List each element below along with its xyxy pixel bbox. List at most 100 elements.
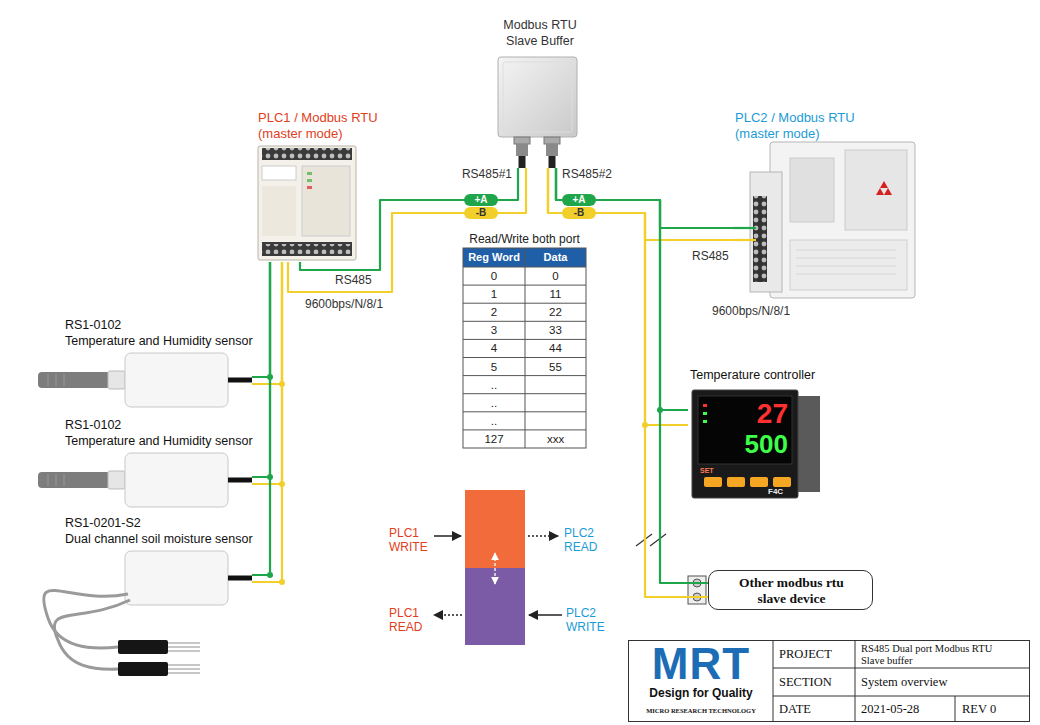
register-table — [463, 248, 586, 448]
label-slot: xxx — [525, 430, 586, 448]
wire-a — [556, 168, 688, 410]
sensor-module: RS1-0102Temperature and Humidity sensor — [28, 318, 262, 410]
label-slot: MRT — [630, 641, 772, 687]
wire-b — [548, 168, 688, 425]
temperature-controller: Temperature controller27500SETF4C — [688, 368, 833, 500]
memory-block — [465, 490, 525, 568]
controller-illustration — [727, 477, 745, 487]
label-slot: RS485 — [333, 273, 374, 287]
model-number: F4C — [768, 487, 783, 497]
button-label: SET — [700, 467, 714, 475]
model-number: RS1-0102 — [65, 318, 121, 333]
buffer-enclosure — [549, 156, 556, 168]
label-slot: Read/Write both port — [463, 232, 586, 246]
label-slot: PLC1 READ — [389, 606, 431, 634]
controller-illustration — [703, 404, 707, 407]
label-slot: 55 — [525, 358, 586, 376]
plc1-unit — [307, 179, 312, 182]
label-slot: -B — [464, 207, 498, 219]
text-slot: RS1-0201-S2 — [65, 516, 141, 531]
title-block — [629, 640, 1031, 722]
text-slot: RS1-0102 — [65, 418, 121, 433]
terminal-block — [688, 576, 706, 604]
signal-name: +A — [562, 194, 596, 206]
memory-block — [434, 490, 562, 645]
label-slot: +A — [562, 194, 596, 206]
plc2-unit — [750, 172, 782, 292]
controller-illustration — [692, 390, 798, 498]
sensor-illustration — [125, 453, 228, 507]
plc1-unit — [262, 148, 352, 160]
rs485-wire-pair — [288, 168, 526, 292]
signal-name: -B — [562, 207, 596, 219]
table-cell: 11 — [525, 285, 586, 303]
buffer-enclosure — [546, 144, 558, 156]
soil-sensor-illustration — [228, 576, 252, 581]
plc2-unit — [733, 142, 915, 298]
table-header: Data — [525, 248, 586, 267]
title-value: 2021-05-28 — [861, 701, 919, 717]
title-field: DATE — [779, 701, 811, 717]
logo-slogan: Design for Quality — [630, 686, 772, 700]
plc2-unit — [770, 142, 915, 298]
sensor-illustration — [48, 474, 64, 486]
table-cell: .. — [463, 376, 525, 394]
logo-company: MICRO RESEARCH TECHNOLOGY — [630, 707, 772, 715]
soil-sensor-illustration — [54, 600, 130, 669]
sensor-illustration — [108, 371, 125, 389]
label-slot: RS485 — [690, 249, 731, 263]
table-cell: 44 — [525, 339, 586, 357]
plc-master: PLC2 / Modbus RTU (master mode) — [733, 108, 918, 300]
plc2-unit — [790, 158, 834, 222]
sensor-illustration — [252, 476, 262, 478]
plc2-unit — [733, 239, 756, 241]
plc1-unit — [262, 186, 296, 236]
text-slot: Temperature controller — [690, 368, 815, 383]
sensor-illustration — [38, 472, 110, 488]
table-cell: 33 — [525, 321, 586, 339]
plc1-unit — [307, 186, 312, 189]
label-slot: RS485#2 — [562, 167, 612, 181]
sensor-illustration — [252, 383, 262, 385]
sensor-illustration — [252, 483, 262, 485]
display-value: 500 — [728, 430, 788, 458]
access-note: PLC2 READ — [564, 526, 606, 554]
text-slot: F4C — [768, 487, 783, 497]
soil-sensor-illustration — [118, 640, 168, 654]
table-cell: 3 — [463, 321, 525, 339]
memory-block — [434, 535, 461, 537]
slave-device-box: Other modbus rtu slave device — [708, 570, 873, 610]
sensor-illustration — [228, 378, 252, 383]
plc1-unit — [262, 242, 352, 256]
label-slot: Design for Quality — [630, 686, 772, 700]
label-slot: 2021-05-28 — [861, 701, 919, 717]
rs485-wire-pair — [262, 262, 285, 585]
label-slot: 33 — [525, 321, 586, 339]
buffer-enclosure — [498, 57, 577, 137]
label-slot: .. — [463, 412, 525, 430]
table-cell: .. — [463, 394, 525, 412]
label-slot: RS485 Dual port Modbus RTU Slave buffer — [861, 643, 1011, 666]
buffer-enclosure — [544, 137, 560, 144]
label-slot: 5 — [463, 358, 525, 376]
sensor-illustration — [252, 376, 262, 378]
controller-illustration — [798, 396, 820, 492]
label-slot: PLC1 WRITE — [389, 526, 431, 554]
model-number: RS1-0201-S2 — [65, 516, 141, 531]
plc1-unit — [262, 148, 352, 160]
label-slot: Reg Word — [463, 248, 525, 267]
text-slot: Temperature and Humidity sensor — [65, 434, 253, 449]
text-slot: Modbus RTU Slave Buffer — [490, 18, 590, 49]
memory-block — [529, 614, 562, 616]
wire-b — [262, 262, 282, 582]
buffer-enclosure — [498, 57, 577, 168]
plc1-unit — [302, 166, 350, 236]
table-cell: 22 — [525, 303, 586, 321]
label-slot: PROJECT — [779, 646, 832, 662]
label-slot: SECTION — [779, 674, 832, 690]
label-slot: .. — [463, 376, 525, 394]
plc-master: PLC1 / Modbus RTU (master mode) — [255, 108, 389, 262]
